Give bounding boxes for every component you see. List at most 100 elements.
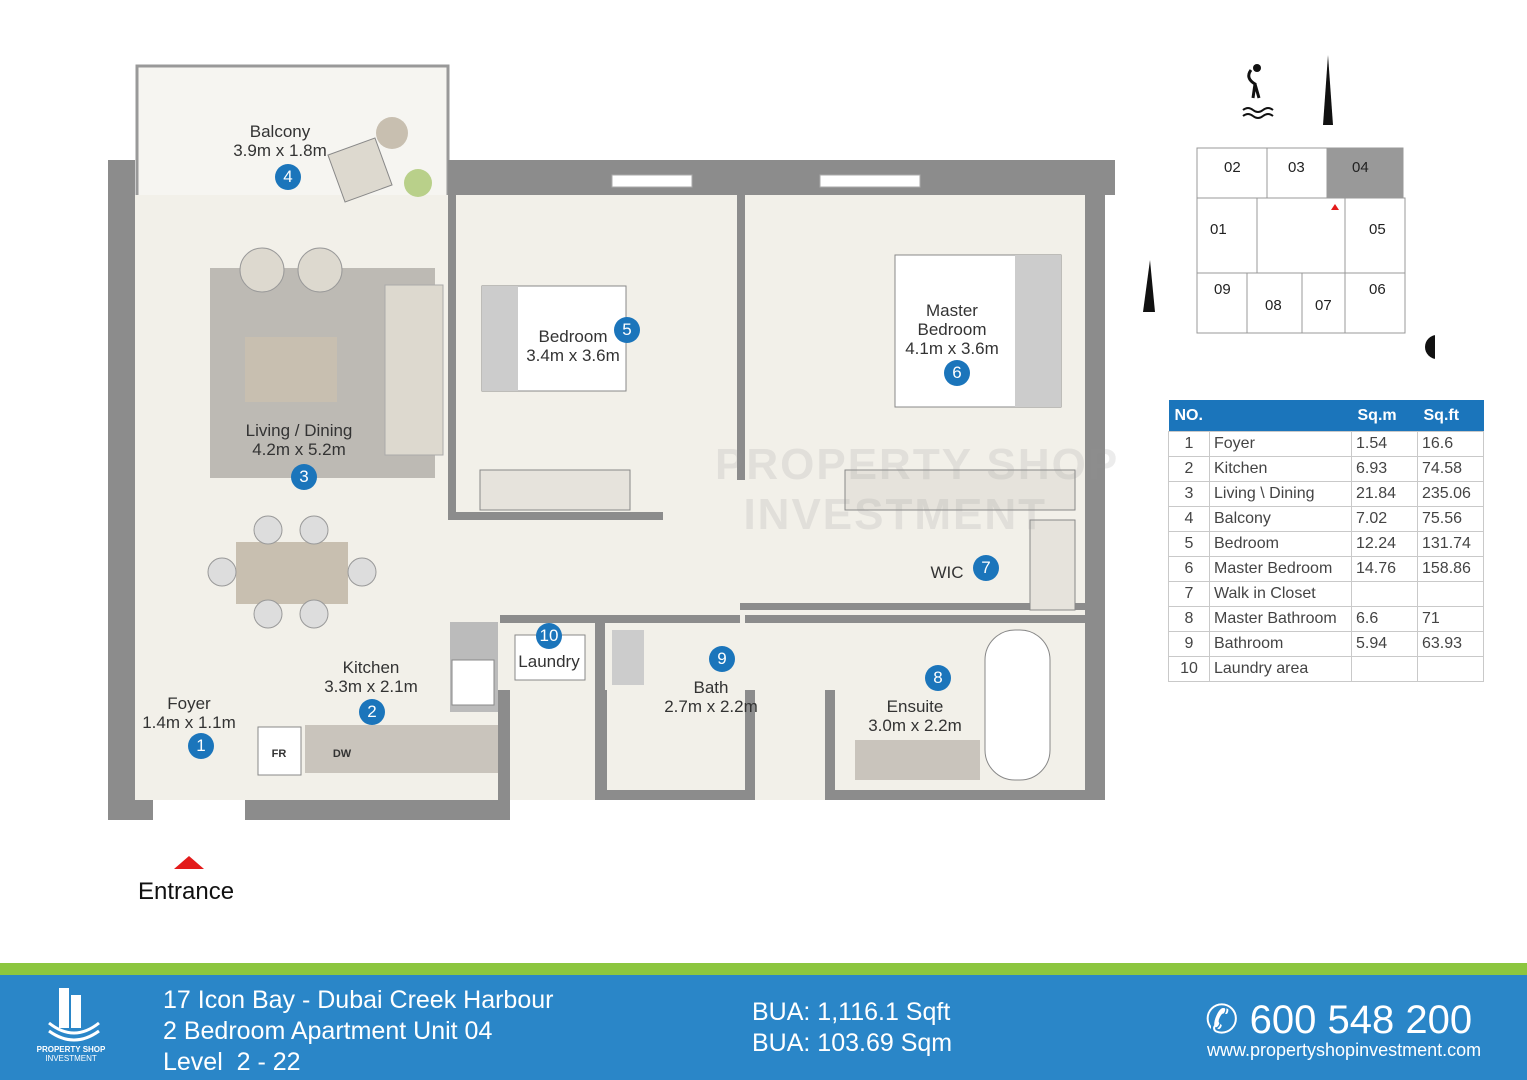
room-label-laundry: Laundry xyxy=(518,652,580,671)
area-sqm: 12.24 xyxy=(1351,531,1418,557)
room-number: 2 xyxy=(359,699,385,725)
room-name: Bedroom xyxy=(1209,531,1352,557)
interior-walls xyxy=(448,195,1085,690)
logo-building-icon xyxy=(48,988,100,1042)
room-name: Kitchen xyxy=(1209,456,1352,482)
area-sqm: 5.94 xyxy=(1351,631,1418,657)
tree-icon xyxy=(1425,335,1435,359)
row-number: 9 xyxy=(1168,631,1210,657)
row-number: 10 xyxy=(1168,656,1210,682)
key-unit-highlighted: 04 xyxy=(1352,159,1369,176)
row-number: 5 xyxy=(1168,531,1210,557)
area-sqft: 63.93 xyxy=(1417,631,1484,657)
row-number: 6 xyxy=(1168,556,1210,582)
room-number: 7 xyxy=(973,555,999,581)
room-number: 9 xyxy=(709,646,735,672)
area-sqm: 14.76 xyxy=(1351,556,1418,582)
floor-plan xyxy=(108,64,1115,820)
room-number: 10 xyxy=(536,623,562,649)
area-sqft: 74.58 xyxy=(1417,456,1484,482)
row-number: 8 xyxy=(1168,606,1210,632)
area-sqm: 6.93 xyxy=(1351,456,1418,482)
key-unit: 09 xyxy=(1214,281,1231,298)
room-name: Bathroom xyxy=(1209,631,1352,657)
key-unit: 01 xyxy=(1210,221,1227,238)
bathtub xyxy=(984,629,1051,781)
room-number: 8 xyxy=(925,665,951,691)
sofa xyxy=(384,284,444,456)
entrance-arrow-icon xyxy=(174,856,204,869)
area-sqft: 158.86 xyxy=(1417,556,1484,582)
dishwasher-label: DW xyxy=(332,748,352,760)
burj-tower-icon xyxy=(1323,55,1333,125)
room-number: 5 xyxy=(614,317,640,343)
footer-accent-bar xyxy=(0,963,1527,975)
col-header-sqft: Sq.ft xyxy=(1417,400,1484,432)
row-number: 2 xyxy=(1168,456,1210,482)
area-sqft: 16.6 xyxy=(1417,431,1484,457)
room-name: Balcony xyxy=(1209,506,1352,532)
key-unit: 06 xyxy=(1369,281,1386,298)
entrance-label: Entrance xyxy=(138,878,235,905)
flamingo-icon xyxy=(1247,64,1261,99)
col-header-name xyxy=(1209,400,1352,432)
fridge-label: FR xyxy=(271,748,287,760)
bua-sqm: BUA: 103.69 Sqm xyxy=(752,1029,953,1057)
area-sqft: 131.74 xyxy=(1417,531,1484,557)
bua-sqft: BUA: 1,116.1 Sqft xyxy=(752,998,951,1026)
room-name: Living \ Dining xyxy=(1209,481,1352,507)
website-link[interactable]: www.propertyshopinvestment.com xyxy=(1207,1040,1482,1060)
col-header-no: NO. xyxy=(1168,400,1210,432)
room-name: Foyer xyxy=(1209,431,1352,457)
room-number: 4 xyxy=(275,164,301,190)
area-sqm: 6.6 xyxy=(1351,606,1418,632)
project-name: 17 Icon Bay - Dubai Creek Harbour xyxy=(163,986,554,1014)
key-plan xyxy=(1143,55,1435,359)
area-sqft xyxy=(1417,656,1484,682)
col-header-sqm: Sq.m xyxy=(1351,400,1418,432)
row-number: 4 xyxy=(1168,506,1210,532)
row-number: 3 xyxy=(1168,481,1210,507)
coffee-table xyxy=(245,337,337,402)
dining-table xyxy=(236,542,348,604)
outer-walls xyxy=(108,160,1115,820)
room-name: Laundry area xyxy=(1209,656,1352,682)
row-number: 1 xyxy=(1168,431,1210,457)
room-name: Walk in Closet xyxy=(1209,581,1352,607)
key-unit: 08 xyxy=(1265,297,1282,314)
row-number: 7 xyxy=(1168,581,1210,607)
room-label-wic: WIC xyxy=(930,563,964,582)
key-unit: 03 xyxy=(1288,159,1305,176)
key-unit: 07 xyxy=(1315,297,1332,314)
room-name: Master Bathroom xyxy=(1209,606,1352,632)
area-sqm xyxy=(1351,581,1418,607)
phone-number[interactable]: ✆ 600 548 200 xyxy=(1205,998,1473,1042)
room-number: 6 xyxy=(944,360,970,386)
room-number: 3 xyxy=(291,464,317,490)
area-sqft xyxy=(1417,581,1484,607)
tower-icon xyxy=(1143,260,1155,312)
room-name: Master Bedroom xyxy=(1209,556,1352,582)
level-range: Level 2 - 22 xyxy=(163,1048,301,1076)
room-number: 1 xyxy=(188,733,214,759)
area-sqft: 75.56 xyxy=(1417,506,1484,532)
watermark: PROPERTY SHOP INVESTMENT xyxy=(715,440,1120,539)
